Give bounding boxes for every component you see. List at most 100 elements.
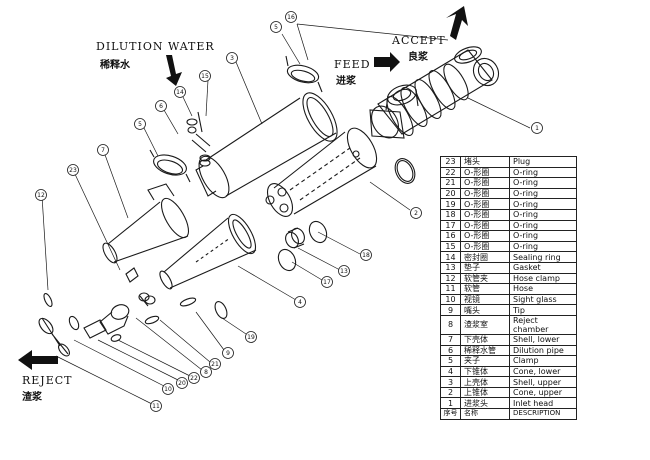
svg-text:22: 22 xyxy=(190,375,198,382)
callout-12: 12 xyxy=(35,189,47,201)
leader-lines xyxy=(41,23,531,405)
part-name-zh: O-形圈 xyxy=(460,230,510,242)
part-name-zh: O-形圈 xyxy=(460,208,510,221)
accept-label-zh: 良浆 xyxy=(408,52,428,63)
svg-text:13: 13 xyxy=(340,268,348,275)
part-number: 1 xyxy=(440,397,461,410)
part-name-zh: O-形圈 xyxy=(460,166,510,179)
part-name-zh: 上锥体 xyxy=(460,386,510,399)
svg-text:8: 8 xyxy=(204,369,208,376)
part-description: Cone, upper xyxy=(509,386,577,399)
part-o-rings xyxy=(43,158,416,342)
part-name-zh: 密封圈 xyxy=(460,251,510,263)
part-number: 22 xyxy=(440,166,461,179)
callout-20: 20 xyxy=(176,377,188,389)
svg-text:23: 23 xyxy=(69,167,77,174)
part-name-zh: 堵头 xyxy=(460,156,510,168)
feed-label-zh: 进浆 xyxy=(336,76,356,87)
part-number: 14 xyxy=(440,251,461,263)
part-name-zh: 稀释水管 xyxy=(460,344,510,357)
svg-text:4: 4 xyxy=(298,299,302,306)
header-number: 序号 xyxy=(440,408,461,420)
svg-text:10: 10 xyxy=(164,386,172,393)
part-name-zh: O-形圈 xyxy=(460,240,510,253)
callout-22: 22 xyxy=(188,372,200,384)
callout-1: 1 xyxy=(531,122,543,134)
callout-19: 19 xyxy=(245,331,257,343)
callout-bubbles: 16 5 3 15 14 6 5 7 23 12 1 2 18 13 17 4 … xyxy=(35,11,543,412)
part-number: 7 xyxy=(440,333,461,346)
svg-text:21: 21 xyxy=(211,361,219,368)
part-reject-chamber xyxy=(83,292,156,339)
callout-16: 16 xyxy=(285,11,297,23)
part-name-zh: 下壳体 xyxy=(460,333,510,346)
callout-23: 23 xyxy=(67,164,79,176)
svg-text:11: 11 xyxy=(152,403,160,410)
part-description: Gasket xyxy=(509,261,577,274)
svg-text:12: 12 xyxy=(37,192,45,199)
callout-3: 3 xyxy=(226,52,238,64)
svg-text:17: 17 xyxy=(323,279,331,286)
part-name-zh: O-形圈 xyxy=(460,198,510,210)
part-name-zh: 软管 xyxy=(460,283,510,295)
reject-label-zh: 渣浆 xyxy=(22,392,42,403)
part-dilution-pipe xyxy=(186,111,211,167)
part-number: 20 xyxy=(440,187,461,200)
dilution-water-label: DILUTION WATER xyxy=(96,40,215,53)
part-description: Tip xyxy=(509,304,577,316)
callout-5-top: 5 xyxy=(270,21,282,33)
part-name-zh: O-形圈 xyxy=(460,219,510,232)
callout-4: 4 xyxy=(294,296,306,308)
part-name-zh: 嘴头 xyxy=(460,304,510,316)
callout-14: 14 xyxy=(174,86,186,98)
part-number: 4 xyxy=(440,365,461,378)
callout-11: 11 xyxy=(150,400,162,412)
svg-text:15: 15 xyxy=(201,73,209,80)
part-number: 21 xyxy=(440,177,461,189)
part-description: O-ring xyxy=(509,198,577,210)
part-number: 2 xyxy=(440,386,461,399)
part-name-zh: O-形圈 xyxy=(460,177,510,189)
part-number: 15 xyxy=(440,240,461,253)
svg-text:19: 19 xyxy=(247,334,255,341)
part-description: O-ring xyxy=(509,240,577,253)
part-name-zh: 视镜 xyxy=(460,293,510,306)
header-description: DESCRIPTION xyxy=(509,408,577,420)
callout-2: 2 xyxy=(410,207,422,219)
reject-label: REJECT xyxy=(22,374,73,387)
part-number: 16 xyxy=(440,230,461,242)
part-description: Shell, lower xyxy=(509,333,577,346)
part-number: 18 xyxy=(440,208,461,221)
part-description: O-ring xyxy=(509,208,577,221)
part-description: Shell, upper xyxy=(509,376,577,388)
part-shell-lower xyxy=(102,183,190,264)
dilution-arrow-icon xyxy=(166,55,182,86)
part-description: O-ring xyxy=(509,187,577,200)
svg-text:5: 5 xyxy=(274,24,278,31)
flow-arrows xyxy=(18,6,468,370)
callout-15: 15 xyxy=(199,70,211,82)
callout-10: 10 xyxy=(162,383,174,395)
callout-6: 6 xyxy=(155,100,167,112)
svg-text:7: 7 xyxy=(101,147,105,154)
part-description: Sealing ring xyxy=(509,251,577,263)
part-number: 3 xyxy=(440,376,461,388)
part-description: Dilution pipe xyxy=(509,344,577,357)
feed-label: FEED xyxy=(334,58,371,71)
